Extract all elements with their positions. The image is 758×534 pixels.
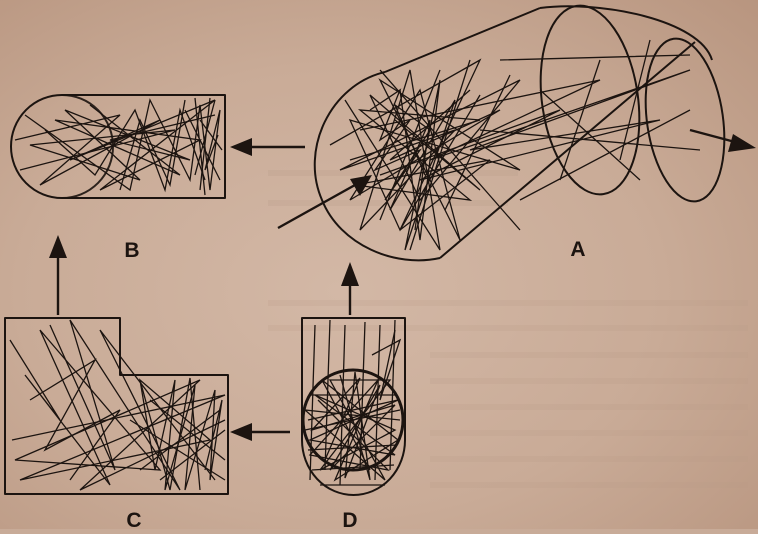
shape-b-outline [10,94,226,199]
shape-a-front-ellipse [644,37,726,203]
label-a: A [570,238,585,261]
label-c: C [126,509,141,529]
shape-a-cylinder [313,4,726,262]
shape-d-inner-circle [301,368,405,472]
shape-b-particle-tracks [14,97,223,196]
shape-d-outline [301,317,406,496]
shape-c-outline [4,317,229,495]
shape-a-particle-tracks [329,39,701,251]
shape-d-particle-tracks [303,319,402,486]
arrow-c-to-b [49,235,67,315]
arrow-d-to-a [341,262,359,315]
arrow-out-of-a [689,128,756,152]
shape-d-half-round-box [301,317,406,496]
arrow-into-a [277,175,372,230]
label-b: B [124,239,139,262]
shape-b-rounded-box [10,94,226,199]
shape-c-particle-tracks [9,319,226,491]
shape-c-stepped-box [4,317,229,495]
arrow-d-to-c [230,423,290,441]
label-d: D [342,509,357,529]
shape-a-outline [384,7,696,259]
shape-a-back-ellipse [539,4,641,196]
arrow-a-to-b [230,138,305,156]
